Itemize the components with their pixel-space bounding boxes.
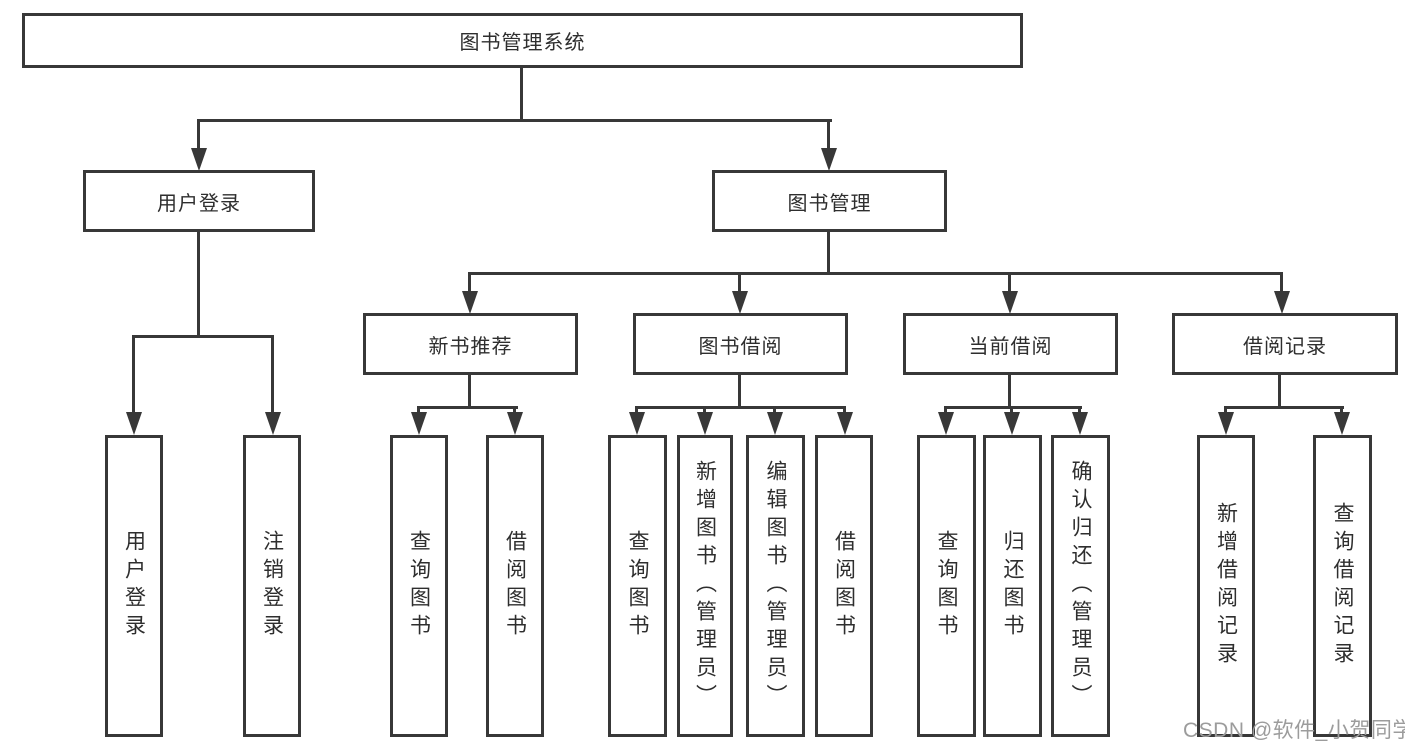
connector-line (468, 272, 1283, 275)
node-label: 编辑图书（管理员） (764, 460, 787, 712)
leaf-edit-books-admin: 编辑图书（管理员） (746, 435, 805, 737)
connector-line (271, 335, 274, 414)
connector-line (944, 406, 1082, 409)
connector-line (417, 406, 518, 409)
node-book-management: 图书管理 (712, 170, 947, 232)
leaf-logout: 注销登录 (243, 435, 301, 737)
node-label: 新增图书（管理员） (693, 460, 717, 712)
node-label: 查询图书 (626, 530, 649, 642)
node-label: 用户登录 (157, 192, 241, 215)
connector-line (1340, 406, 1343, 415)
connector-line (197, 119, 832, 122)
arrowhead-down (462, 291, 478, 314)
connector-line (468, 272, 471, 294)
node-user-login: 用户登录 (83, 170, 315, 232)
connector-line (1278, 375, 1281, 409)
connector-line (197, 232, 200, 338)
arrowhead-down (411, 412, 427, 435)
leaf-add-borrow-record: 新增借阅记录 (1197, 435, 1255, 737)
arrowhead-down (191, 148, 207, 171)
leaf-query-books-borrow: 查询图书 (608, 435, 667, 737)
connector-line (513, 406, 516, 415)
node-label: 用户登录 (122, 530, 146, 642)
arrowhead-down (265, 412, 281, 435)
node-borrow-records: 借阅记录 (1172, 313, 1398, 375)
node-label: 借阅记录 (1243, 335, 1327, 358)
leaf-confirm-return-admin: 确认归还（管理员） (1051, 435, 1110, 737)
leaf-add-books-admin: 新增图书（管理员） (677, 435, 733, 737)
node-label: 注销登录 (260, 530, 284, 642)
connector-line (417, 406, 420, 415)
node-current-borrowing: 当前借阅 (903, 313, 1118, 375)
leaf-query-books-current: 查询图书 (917, 435, 976, 737)
node-label: 当前借阅 (968, 335, 1053, 358)
arrowhead-down (767, 412, 783, 435)
node-label: 新书推荐 (428, 335, 513, 358)
node-book-borrowing: 图书借阅 (633, 313, 848, 375)
node-new-book-recommend: 新书推荐 (363, 313, 578, 375)
arrowhead-down (837, 412, 853, 435)
connector-line (827, 232, 830, 275)
leaf-return-books: 归还图书 (983, 435, 1042, 737)
node-label: 新增借阅记录 (1214, 502, 1238, 670)
arrowhead-down (821, 148, 837, 171)
arrowhead-down (1218, 412, 1234, 435)
connector-line (1008, 272, 1011, 294)
connector-line (520, 68, 523, 122)
connector-line (703, 406, 706, 415)
leaf-query-books-recommend: 查询图书 (390, 435, 448, 737)
connector-line (1078, 406, 1081, 415)
node-label: 查询图书 (407, 530, 431, 642)
connector-line (827, 119, 830, 150)
connector-line (944, 406, 947, 415)
arrowhead-down (507, 412, 523, 435)
connector-line (132, 335, 274, 338)
node-label: 借阅图书 (503, 530, 527, 642)
connector-line (1010, 406, 1013, 415)
node-label: 图书管理系统 (459, 32, 586, 54)
node-label: 确认归还（管理员） (1069, 460, 1092, 712)
connector-line (1224, 406, 1227, 415)
node-label: 图书管理 (787, 192, 872, 215)
connector-line (635, 406, 846, 409)
arrowhead-down (938, 412, 954, 435)
leaf-user-login: 用户登录 (105, 435, 163, 737)
connector-line (1224, 406, 1344, 409)
connector-line (843, 406, 846, 415)
leaf-query-borrow-record: 查询借阅记录 (1313, 435, 1372, 737)
leaf-borrow-books: 借阅图书 (815, 435, 873, 737)
connector-line (635, 406, 638, 415)
node-library-management-system: 图书管理系统 (22, 13, 1023, 68)
csdn-watermark: CSDN @软件_小贺同学 (1183, 719, 1405, 742)
arrowhead-down (1004, 412, 1020, 435)
arrowhead-down (1072, 412, 1088, 435)
connector-line (468, 375, 471, 409)
connector-line (1280, 272, 1283, 294)
arrowhead-down (126, 412, 142, 435)
arrowhead-down (697, 412, 713, 435)
node-label: 归还图书 (1001, 530, 1024, 642)
arrowhead-down (1002, 291, 1018, 314)
node-label: 借阅图书 (832, 530, 856, 642)
node-label: 查询借阅记录 (1331, 502, 1354, 670)
arrowhead-down (629, 412, 645, 435)
arrowhead-down (1334, 412, 1350, 435)
connector-line (1008, 375, 1011, 409)
connector-line (197, 119, 200, 150)
arrowhead-down (1274, 291, 1290, 314)
node-label: 查询图书 (935, 530, 958, 642)
connector-line (773, 406, 776, 415)
node-label: 图书借阅 (698, 335, 783, 358)
connector-line (738, 375, 741, 409)
connector-line (738, 272, 741, 294)
arrowhead-down (732, 291, 748, 314)
connector-line (132, 335, 135, 414)
leaf-borrow-books-recommend: 借阅图书 (486, 435, 544, 737)
